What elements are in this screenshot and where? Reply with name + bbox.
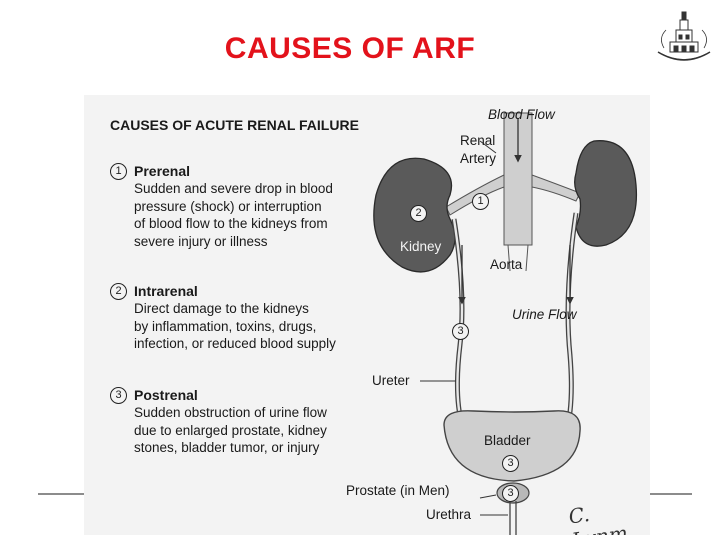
university-logo <box>657 11 711 61</box>
renal-failure-figure: CAUSES OF ACUTE RENAL FAILURE 1 Prerenal… <box>84 95 650 535</box>
cause-title: Intrarenal <box>134 283 198 299</box>
cause-line: of blood flow to the kidneys from <box>134 216 328 231</box>
cause-number: 2 <box>110 283 127 300</box>
aorta <box>503 112 533 246</box>
cause-line: infection, or reduced blood supply <box>134 336 336 351</box>
cause-prerenal: 1 Prerenal Sudden and severe drop in blo… <box>110 163 410 250</box>
label-renal: Renal <box>460 133 496 148</box>
cause-title: Prerenal <box>134 163 191 179</box>
label-urethra: Urethra <box>426 507 472 522</box>
marker-bladder: 3 <box>502 455 519 472</box>
label-artery: Artery <box>460 151 497 166</box>
marker-artery: 1 <box>472 193 489 210</box>
label-prostate: Prostate (in Men) <box>346 483 450 498</box>
cause-line: Sudden obstruction of urine flow <box>134 405 327 420</box>
footer-rule-right <box>644 493 692 495</box>
cause-title: Postrenal <box>134 387 198 403</box>
cause-line: Direct damage to the kidneys <box>134 301 309 316</box>
figure-heading: CAUSES OF ACUTE RENAL FAILURE <box>110 117 359 133</box>
cause-line: by inflammation, toxins, drugs, <box>134 318 317 334</box>
label-kidney: Kidney <box>400 239 442 254</box>
cause-line: pressure (shock) or interruption <box>134 198 322 214</box>
renal-artery-right <box>531 174 581 202</box>
slide-title: CAUSES OF ARF <box>224 32 476 65</box>
kidney-right <box>574 140 638 247</box>
cause-intrarenal: 2 Intrarenal Direct damage to the kidney… <box>110 283 410 353</box>
label-ureter: Ureter <box>372 373 410 388</box>
footer-rule-left <box>38 493 84 495</box>
cause-postrenal: 3 Postrenal Sudden obstruction of urine … <box>110 387 410 457</box>
marker-prostate: 3 <box>502 485 519 502</box>
anatomy-drawing <box>373 112 638 535</box>
marker-ureter: 3 <box>452 323 469 340</box>
label-urine-flow: Urine Flow <box>512 307 577 322</box>
cause-number: 1 <box>110 163 127 180</box>
label-blood-flow: Blood Flow <box>488 107 555 122</box>
label-bladder: Bladder <box>484 433 531 448</box>
cause-line: due to enlarged prostate, kidney <box>134 422 327 438</box>
label-aorta: Aorta <box>490 257 523 272</box>
cause-number: 3 <box>110 387 127 404</box>
cause-line: Sudden and severe drop in blood <box>134 181 333 196</box>
marker-kidney: 2 <box>410 205 427 222</box>
urethra <box>509 501 517 535</box>
cause-line: severe injury or illness <box>134 233 268 249</box>
cause-line: stones, bladder tumor, or injury <box>134 440 320 455</box>
bladder <box>443 410 581 482</box>
